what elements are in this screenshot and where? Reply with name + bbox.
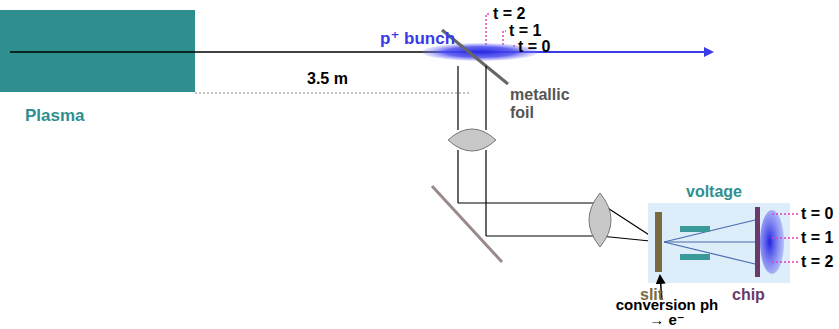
part-label: conversion ph → e⁻ [612, 297, 722, 329]
distance-label: 3.5 m [307, 70, 348, 88]
lens [589, 193, 611, 247]
beam-label: p⁺ bunch [380, 29, 455, 49]
voltage-region: voltage [648, 183, 790, 283]
distance-line [195, 93, 470, 94]
deflector-plate [680, 254, 710, 260]
node-label: voltage [686, 183, 742, 201]
lens [448, 129, 496, 151]
deflector-plate [680, 226, 710, 232]
plasma-cell [0, 10, 195, 92]
light-path [458, 66, 660, 242]
time-label: t = 0 [801, 205, 833, 223]
time-markers [772, 214, 798, 262]
part-label: metallic foil [510, 86, 590, 123]
chip [755, 207, 760, 277]
time-label: t = 0 [518, 38, 550, 56]
time-label: t = 1 [801, 229, 833, 247]
node-label: Plasma [25, 106, 85, 126]
time-label: t = 1 [509, 22, 541, 40]
streak-image [760, 210, 784, 274]
time-label: t = 2 [493, 5, 525, 23]
mirror [432, 186, 502, 262]
time-label: t = 2 [801, 253, 833, 271]
part-label: chip [732, 286, 765, 304]
slit [655, 212, 662, 272]
beam-line [10, 51, 440, 53]
electron-paths [664, 220, 755, 264]
plasma-cell: Plasma [0, 10, 195, 130]
streak-tube [648, 203, 790, 283]
